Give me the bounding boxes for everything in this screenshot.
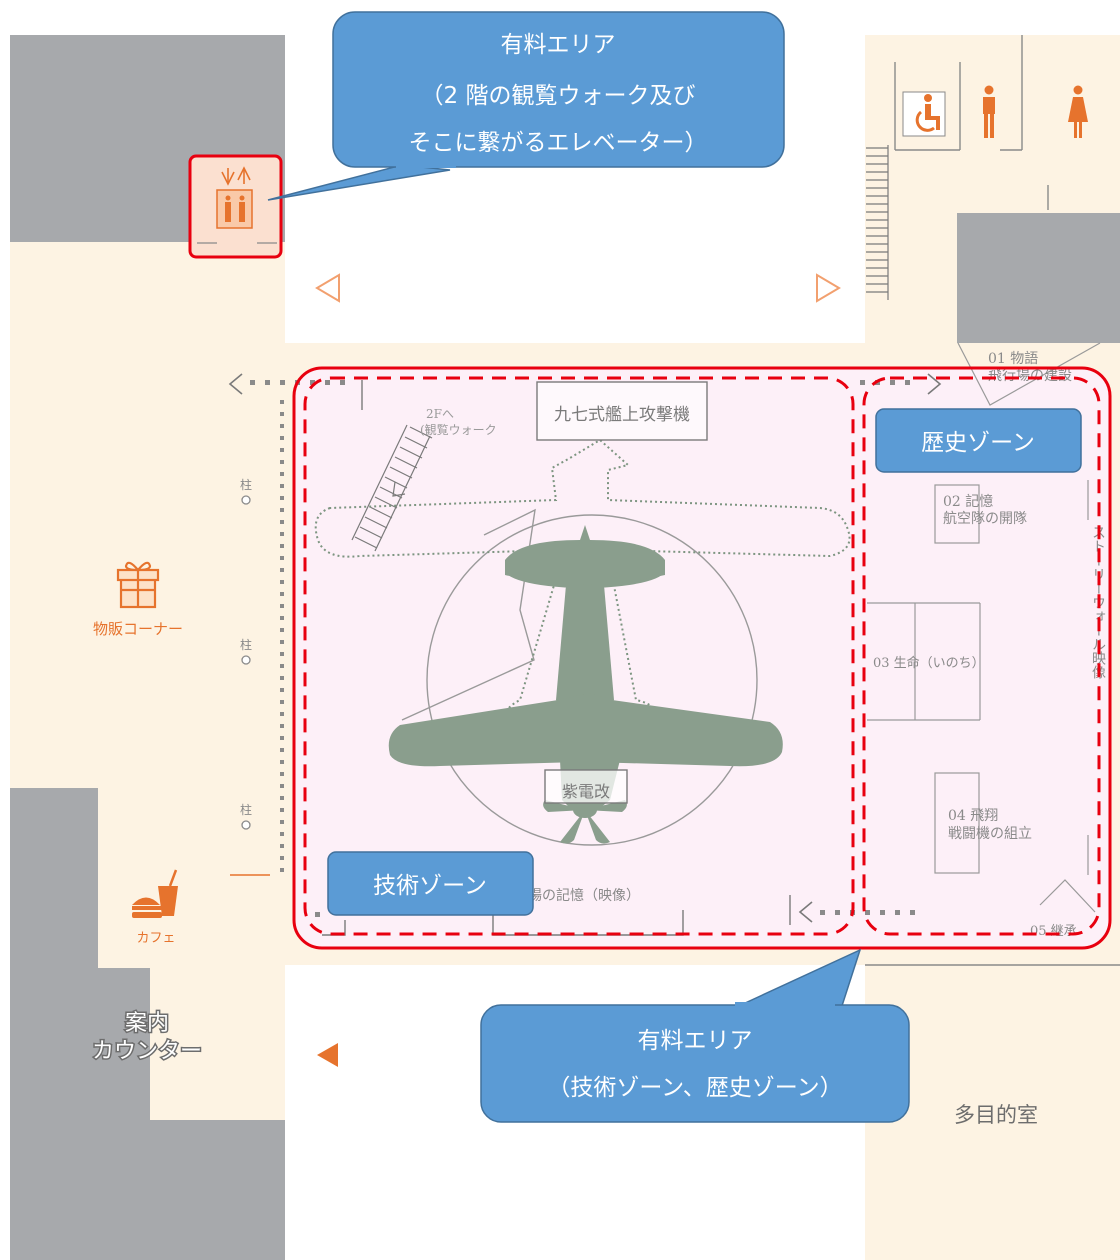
pillar-label: 柱 [240,802,252,817]
exhibit-02-sub: 航空隊の開隊 [943,511,1027,527]
to-2f-label-2: (観覧ウォーク [420,423,497,437]
exhibit-01-title: 01 物語 [988,351,1038,367]
pillars [241,495,251,830]
wall-block-bottom-left [10,788,285,1260]
arrow-left-icon [317,1043,338,1067]
arrow-left-icon [315,273,340,303]
type97-label: 九七式艦上攻撃機 [554,405,690,425]
exhibit-frames [867,480,1096,913]
info-counter-label-2: カウンター [92,1039,202,1064]
elevator-callout-line-1: 有料エリア [501,32,616,58]
arrow-right-icon [816,273,841,303]
wheelchair-icon [902,91,946,137]
info-counter-label-1: 案内 [125,1011,169,1036]
pillar-marker [241,820,251,830]
history-zone-tag [875,408,1082,473]
zigzag-outline [401,508,536,721]
pillar-label: 柱 [240,637,252,652]
walkway-chevrons [228,373,942,923]
zones-callout [480,948,910,1123]
zones-callout-line-1: 有料エリア [638,1028,753,1054]
pillar-marker [241,655,251,665]
elevator-icon [197,166,277,244]
exhibit-01-lines [957,342,1101,406]
pillar-marker [241,495,251,505]
multipurpose-room-label: 多目的室 [954,1103,1038,1127]
elevator-callout-line-2: （2 階の観覧ウォーク及び [421,83,696,109]
type97-label-box [536,381,708,441]
cafe-label: カフェ [136,931,175,946]
stairs-right [866,145,889,300]
woman-icon [1068,85,1088,138]
elevator-callout-line-3: そこに繋がるエレベーター） [409,130,708,156]
shidenkai-label: 紫電改 [562,782,610,801]
exhibit-03: 03 生命（いのち） [873,655,985,671]
wall-block-right [957,213,1120,343]
history-zone-label: 歴史ゾーン [921,430,1035,456]
shop-label: 物販コーナー [93,620,183,638]
shidenkai-label-box [544,769,628,804]
vertical-dots [280,400,284,872]
exhibit-02-title: 02 記憶 [943,493,993,510]
airfield-memory-label: 飛行場の記憶（映像） [500,887,640,904]
paid-zone-fill [294,368,1110,948]
paid-zone-outline [292,366,1112,950]
history-zone-dashed-outline [862,376,1101,936]
to-2f-label-1: 2Fへ [426,407,454,421]
central-walls [322,380,791,936]
elevator-callout [267,11,785,201]
tech-zone-dashed-outline [303,376,855,936]
exhibit-05: 05 継承 [1030,924,1077,939]
tech-zone-label: 技術ゾーン [373,873,487,899]
turntable-circle [426,514,758,846]
restroom-walls [894,35,1049,210]
tech-zone-tag [327,851,534,916]
cafe-icon [132,869,178,918]
exhibit-04-sub: 戦闘機の組立 [948,826,1032,842]
zones-callout-line-2: （技術ゾーン、歴史ゾーン） [547,1075,842,1101]
exhibit-01-sub: 飛行場の建設 [988,368,1072,384]
man-icon [983,85,995,138]
gift-icon [116,561,160,609]
pillar-label: 柱 [240,477,252,492]
exhibit-04-title: 04 飛翔 [948,808,998,824]
